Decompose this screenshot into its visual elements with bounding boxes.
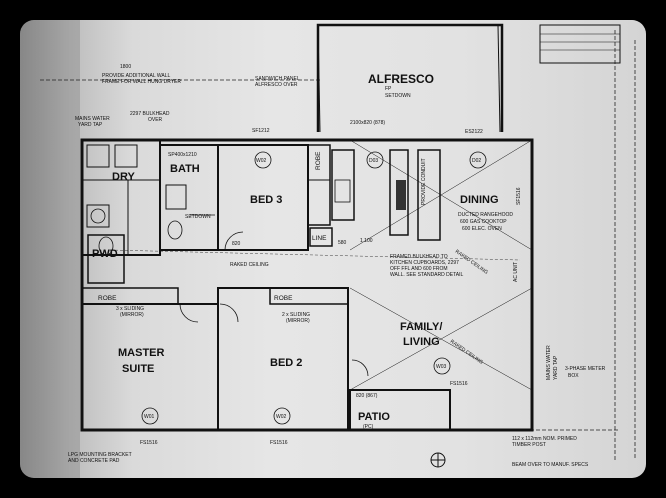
room-bed2: BED 2 — [270, 357, 302, 369]
label-w03: W03 — [436, 364, 447, 370]
room-suite: SUITE — [122, 363, 154, 375]
room-alfresco: ALFRESCO — [368, 72, 434, 86]
label-box: BOX — [568, 373, 579, 379]
raked-line — [109, 249, 521, 261]
bath-room — [159, 144, 219, 251]
label-820-bed3: 820 — [232, 241, 241, 247]
label-w02-bed3: W02 — [256, 158, 267, 164]
label-raked-3: RAKED CEILING — [449, 339, 484, 366]
room-robe-master: ROBE — [98, 295, 117, 302]
label-fs1516-master: FS1516 — [140, 440, 158, 446]
room-family: FAMILY/ — [400, 321, 442, 333]
label-timber-2: TIMBER POST — [512, 442, 546, 448]
label-ac-unit: AC UNIT — [513, 262, 519, 282]
label-phase-meter: 3-PHASE METER — [565, 366, 606, 372]
compass-icon — [430, 452, 446, 468]
label-win-2100: 2100x820 (878) — [350, 120, 385, 126]
label-es2122: ES2122 — [465, 129, 483, 135]
legend-box — [539, 24, 621, 64]
label-pc: (PC) — [363, 424, 374, 430]
room-dry: DRY — [112, 171, 135, 183]
label-provide-conduit: PROVIDE CONDUIT — [421, 158, 427, 205]
label-mains-left: MAINS WATER — [75, 116, 110, 122]
window-marker-d02 — [469, 151, 487, 169]
room-bath: BATH — [170, 163, 200, 175]
room-line: LINE — [312, 235, 327, 242]
label-mains-water: MAINS WATER — [546, 345, 552, 380]
label-mirror-2: (MIRROR) — [286, 318, 310, 324]
room-patio: PATIO — [358, 411, 390, 423]
linen-closet — [309, 227, 333, 247]
blueprint-photo: ALFRESCO FP SETDOWN SANDWICH PANEL ALFRE… — [20, 20, 646, 478]
room-pwd: PWD — [92, 248, 118, 260]
floor-plan: ALFRESCO FP SETDOWN SANDWICH PANEL ALFRE… — [20, 20, 636, 478]
label-timber-1: 112 x 112mm NOM. PRIMED — [512, 436, 577, 442]
label-yard-left: YARD TAP — [78, 122, 103, 128]
label-setdown-alfresco: SETDOWN — [385, 93, 411, 99]
window-marker-d03 — [366, 151, 384, 169]
room-robe-bed2: ROBE — [274, 295, 293, 302]
label-framed-1: FRAMED BULKHEAD TO — [390, 254, 448, 260]
window-marker — [254, 151, 272, 169]
label-framed-4: WALL. SEE STANDARD DETAIL — [390, 272, 463, 278]
label-raked-1: RAKED CEILING — [230, 262, 269, 268]
label-sandwich: SANDWICH PANEL — [255, 76, 300, 82]
label-580: 580 — [338, 240, 347, 246]
label-fs1516-bed2: FS1516 — [270, 440, 288, 446]
label-cooktop: 600 GAS COOKTOP — [460, 219, 507, 225]
label-w01: W01 — [144, 414, 155, 420]
room-living: LIVING — [403, 336, 440, 348]
label-sf1212: SF1212 — [252, 128, 270, 134]
label-w02-bed2: W02 — [276, 414, 287, 420]
label-fp: FP — [385, 86, 392, 92]
label-sf1516: SF1516 — [516, 187, 522, 205]
alfresco-area — [316, 23, 504, 133]
label-framed-3: OFF FFL AND 600 FROM — [390, 266, 448, 272]
dining-area — [349, 139, 533, 251]
label-beam: BEAM OVER TO MANUF. SPECS — [512, 462, 589, 468]
label-oven: 600 ELEC. OVEN — [462, 226, 502, 232]
window-marker-w01 — [141, 407, 159, 425]
label-lpg-1: LPG MOUNTING BRACKET — [68, 452, 132, 458]
robe-bed3 — [307, 144, 331, 226]
shadow — [20, 20, 80, 478]
label-setdown-bath: SETDOWN — [185, 214, 211, 220]
label-820-patio: 820 (867) — [356, 393, 378, 399]
label-bulkhead: 2297 BULKHEAD — [130, 111, 170, 117]
pwd-room — [87, 234, 125, 284]
label-alfresco-over: ALFRESCO OVER — [255, 82, 298, 88]
label-lpg-2: AND CONCRETE PAD — [68, 458, 120, 464]
room-dining: DINING — [460, 194, 499, 206]
label-d02: D02 — [472, 158, 481, 164]
label-mirror-1: (MIRROR) — [120, 312, 144, 318]
label-sp-win: SP400x1210 — [168, 152, 197, 158]
laundry-area — [81, 139, 161, 256]
label-d03: D03 — [369, 158, 378, 164]
label-dim-top: 1800 — [120, 64, 131, 70]
bedrooms-south — [81, 287, 349, 431]
label-bulkhead-over: OVER — [148, 117, 163, 123]
label-fs1516-living: FS1516 — [450, 381, 468, 387]
window-marker-w02 — [273, 407, 291, 425]
label-yard-tap: YARD TAP — [553, 355, 559, 380]
kitchen — [331, 149, 441, 241]
label-sliding-2: 2 x SLIDING — [282, 312, 310, 318]
room-robe-bed3: ROBE — [315, 151, 322, 170]
window-marker-w03 — [433, 357, 451, 375]
label-sliding-1: 3 x SLIDING — [116, 306, 144, 312]
label-ducted: DUCTED RANGEHOOD — [458, 212, 513, 218]
robes-row — [81, 287, 349, 305]
label-framed-2: KITCHEN CUPBOARDS, 2297 — [390, 260, 459, 266]
label-provide-wall: PROVIDE ADDITIONAL WALL — [102, 73, 170, 79]
room-master: MASTER — [118, 347, 165, 359]
room-bed3: BED 3 — [250, 194, 282, 206]
family-living — [349, 287, 533, 431]
label-1100: 1 100 — [360, 238, 373, 244]
label-provide-frame: FRAME FOR WALL HUNG DRYER — [102, 79, 181, 85]
